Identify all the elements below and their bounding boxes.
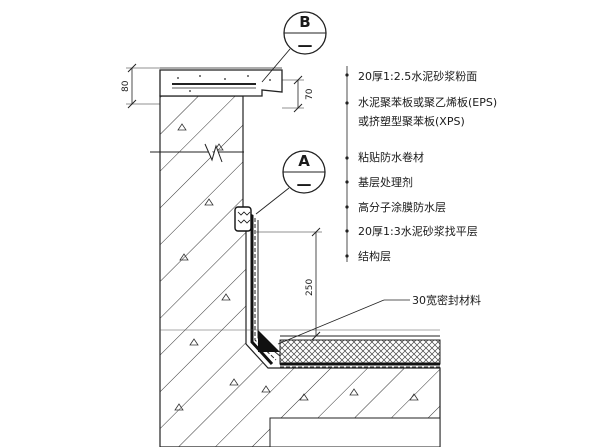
- termination-seal: [234, 206, 252, 232]
- detail-marker-b-letter: B: [299, 13, 310, 31]
- callout-finish-plaster: 20厚1:2.5水泥砂浆粉面: [358, 69, 477, 83]
- detail-marker-a-sub: —: [297, 175, 312, 193]
- structural-concrete: [159, 95, 441, 447]
- roof-layers: [279, 335, 441, 368]
- callout-primer: 基层处理剂: [358, 175, 413, 189]
- callout-insulation-alt: 或挤塑型聚苯板(XPS): [358, 114, 465, 128]
- seal-note: 30宽密封材料: [277, 293, 481, 345]
- dimension-cap-inner: 70: [282, 75, 315, 113]
- layer-callouts: 20厚1:2.5水泥砂浆粉面 水泥聚苯板或聚乙烯板(EPS) 或挤塑型聚苯板(X…: [345, 66, 497, 263]
- dim-cap-inner-label: 70: [305, 88, 315, 100]
- dim-cap-height-label: 80: [121, 80, 131, 92]
- detail-marker-b[interactable]: B —: [261, 11, 327, 83]
- callout-structure: 结构层: [358, 249, 391, 263]
- dim-upturn-label: 250: [305, 279, 315, 296]
- dimension-upturn: 250: [256, 227, 322, 341]
- coping-cap: [159, 67, 283, 97]
- detail-marker-a-letter: A: [298, 152, 310, 170]
- detail-marker-b-sub: —: [298, 36, 313, 54]
- callout-membrane: 粘贴防水卷材: [358, 150, 424, 164]
- seal-note-text: 30宽密封材料: [412, 293, 481, 307]
- callout-screed: 20厚1:3水泥砂浆找平层: [358, 224, 478, 238]
- detail-marker-a[interactable]: A —: [255, 150, 326, 215]
- corner-sealant: [258, 330, 280, 352]
- callout-insulation-board: 水泥聚苯板或聚乙烯板(EPS): [358, 95, 497, 109]
- callout-coating: 高分子涂膜防水层: [358, 200, 446, 214]
- dimension-cap-height: 80: [121, 63, 160, 109]
- break-line: [150, 143, 244, 163]
